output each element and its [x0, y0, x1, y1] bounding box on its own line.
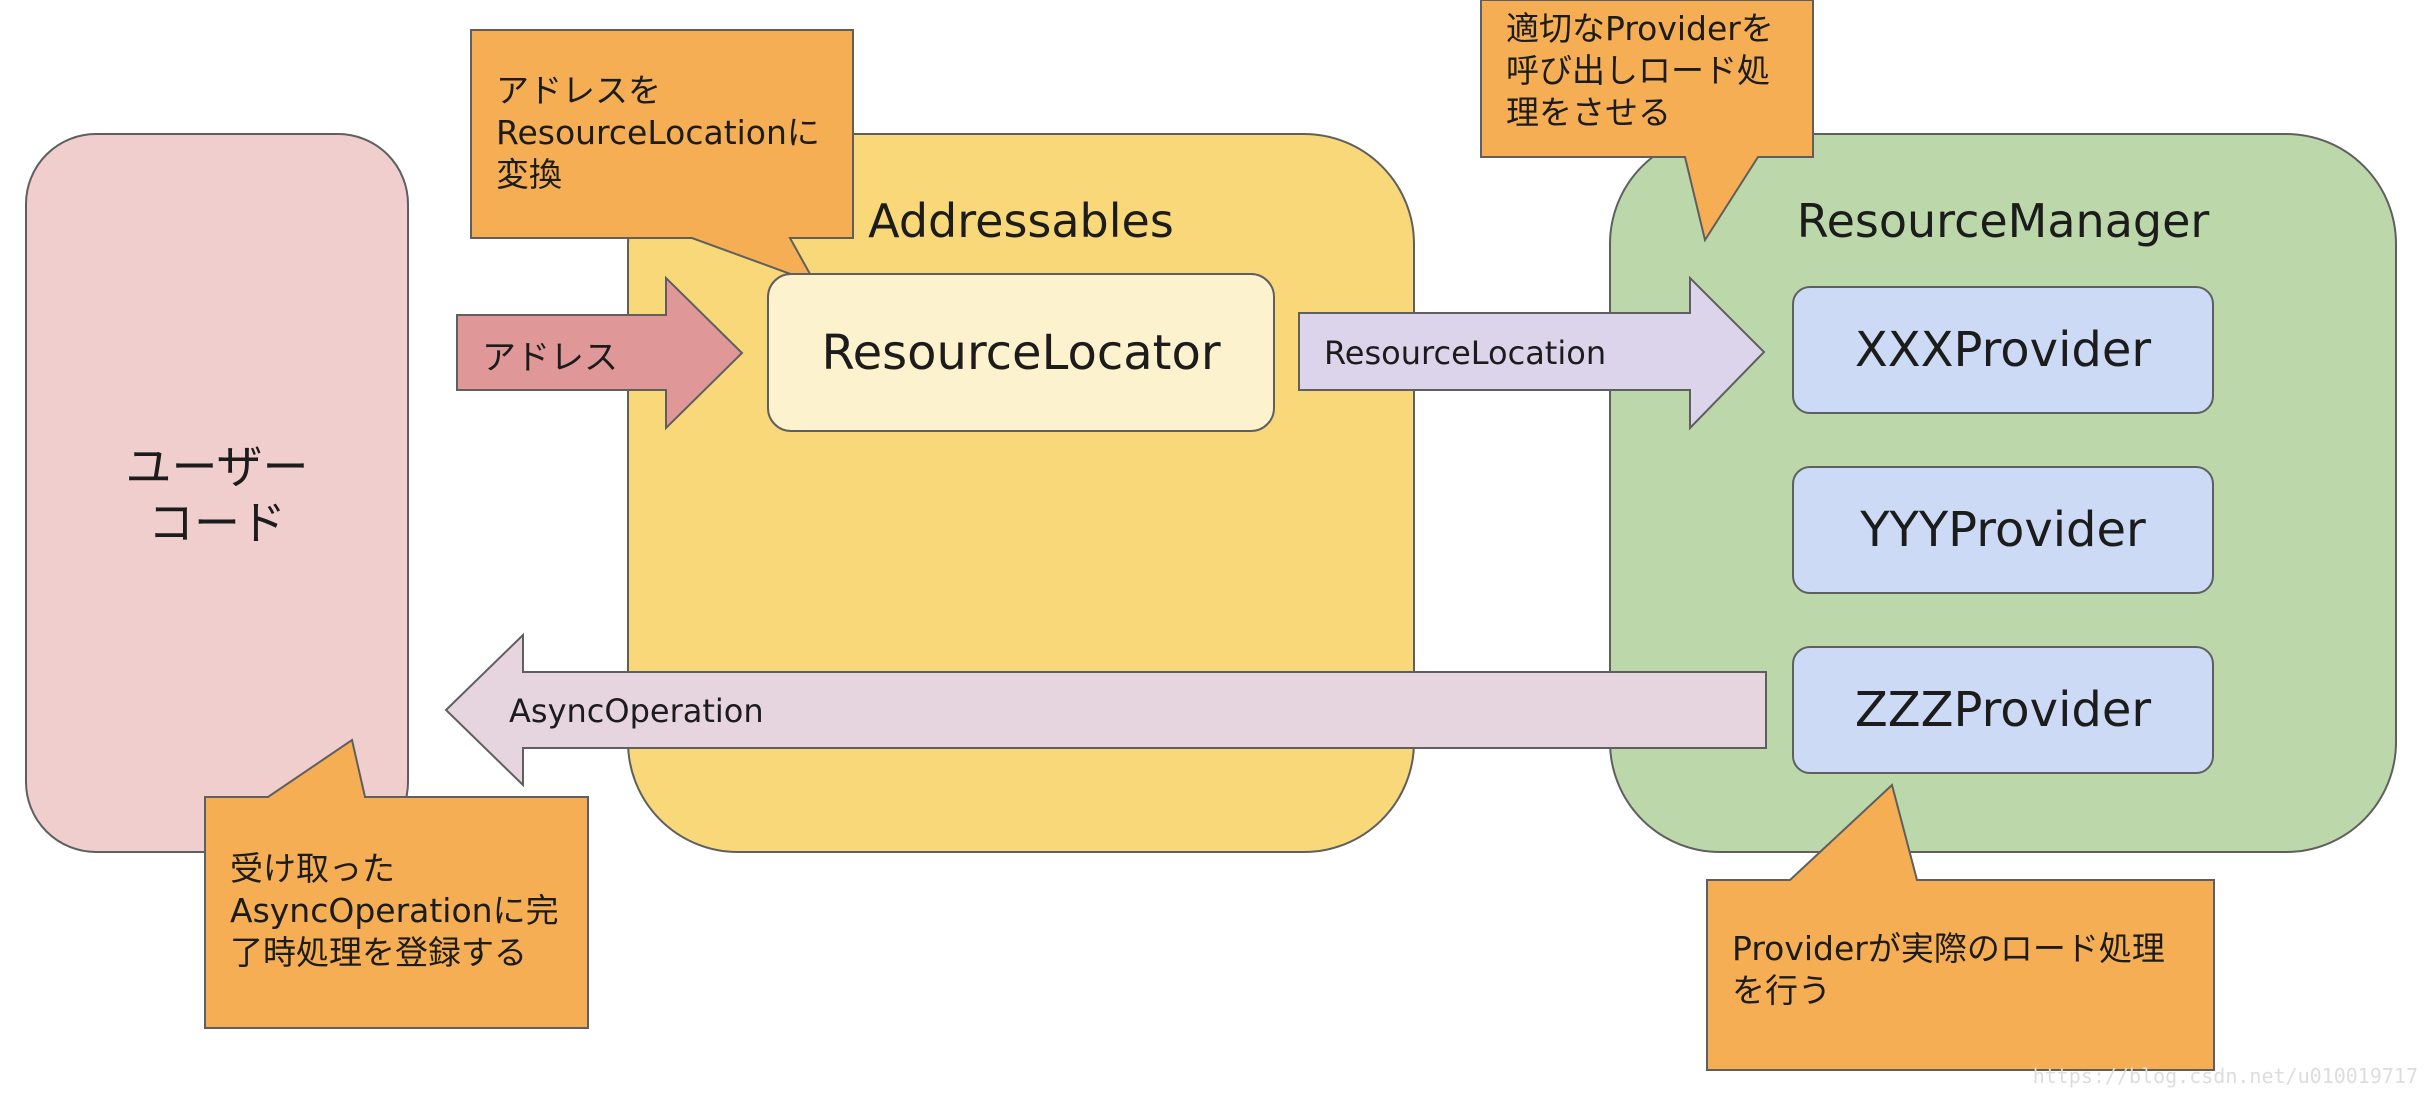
xxx-provider-node: XXXProvider [1792, 286, 2214, 414]
zzz-provider-node: ZZZProvider [1792, 646, 2214, 774]
addressables-title: Addressables [868, 194, 1174, 248]
user-code-title: ユーザー コード [125, 439, 309, 550]
callout-provider-load-text: Providerが実際のロード処理 を行う [1732, 929, 2165, 1010]
async-operation-arrow [444, 632, 1767, 788]
resource-location-arrow-label: ResourceLocation [1324, 334, 1607, 372]
resource-location-arrow [1298, 275, 1766, 431]
callout-provider-load-shape [1706, 783, 2215, 1071]
address-arrow [456, 275, 744, 431]
yyy-provider-node: YYYProvider [1792, 466, 2214, 594]
callout-convert-text: アドレスを ResourceLocationに 変換 [496, 71, 820, 194]
resource-manager-title: ResourceManager [1796, 194, 2210, 248]
address-arrow-label: アドレス [482, 338, 618, 378]
resource-locator-node: ResourceLocator [767, 273, 1275, 432]
async-operation-arrow-label: AsyncOperation [509, 692, 764, 730]
callout-convert-shape [470, 29, 854, 285]
callout-register-shape [204, 738, 589, 1029]
watermark: https://blog.csdn.net/u010019717 [2032, 1064, 2418, 1088]
callout-register-text: 受け取った AsyncOperationに完 了時処理を登録する [230, 849, 559, 972]
callout-call-provider-shape [1480, 0, 1814, 243]
callout-call-provider-text: 適切なProviderを 呼び出しロード処 理をさせる [1506, 9, 1774, 132]
